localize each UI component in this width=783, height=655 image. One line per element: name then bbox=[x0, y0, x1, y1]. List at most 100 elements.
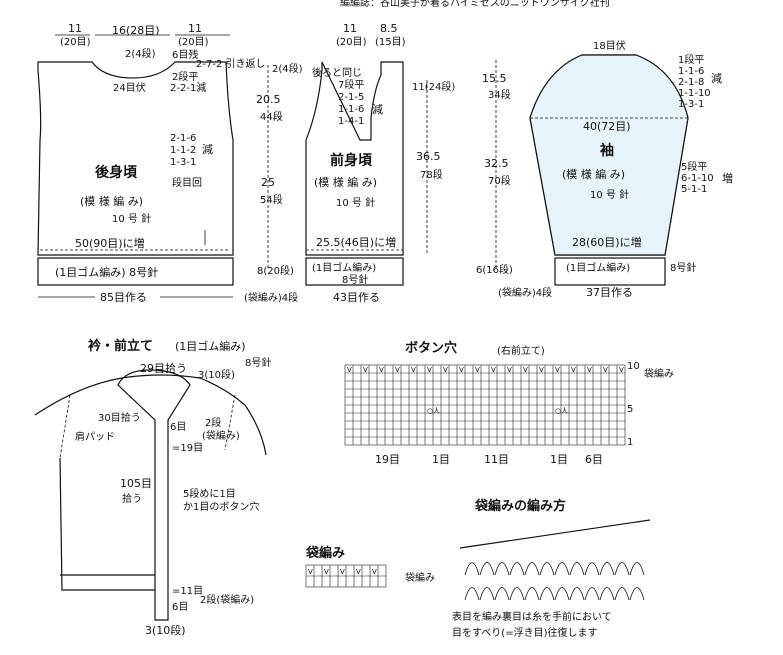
back-armhole-sub: 段目回 bbox=[172, 176, 202, 189]
collar-title-sub: (1目ゴム編み) bbox=[175, 339, 246, 353]
stitch-loop bbox=[569, 562, 585, 601]
sleeve-title: 袖 bbox=[600, 142, 614, 159]
back-neck-rule-c: 2段平 bbox=[172, 70, 198, 83]
buttonhole-row5: 5 bbox=[627, 404, 633, 415]
howto-desc-2: 目をすべり(=浮き目)往復します bbox=[452, 626, 597, 639]
sleeve-rib: (1目ゴム編み) bbox=[566, 261, 630, 274]
collar-bag2: 2段 bbox=[205, 416, 221, 429]
stitch-loop bbox=[464, 562, 480, 601]
stitch-symbol: V bbox=[395, 366, 400, 374]
front-length: 36.5 bbox=[416, 150, 441, 163]
sleeve-cap-label: 減 bbox=[711, 71, 722, 85]
collar-title: 衿・前立て bbox=[88, 338, 153, 354]
back-top-right-sub: (20目) bbox=[178, 37, 209, 48]
grid-line bbox=[459, 519, 651, 549]
collar-long-sub: 拾う bbox=[122, 492, 142, 505]
sleeve-side-label: 増 bbox=[722, 172, 733, 185]
buttonhole-seg-4: 1目 bbox=[550, 453, 568, 466]
back-armhole-rule-2: 1-1-2 bbox=[170, 145, 196, 156]
buttonhole-seg-2: 1目 bbox=[432, 453, 450, 466]
sleeve-width: 40(72目) bbox=[583, 120, 631, 133]
front-rib-needle: 8号針 bbox=[342, 273, 368, 286]
stitch-loop bbox=[554, 562, 570, 601]
stitch-loop bbox=[584, 562, 600, 601]
mid-dimensions: 2(4段) 20.5 44段 25 54段 8(20段) bbox=[256, 62, 303, 277]
buttonhole-sub: (右前立て) bbox=[497, 344, 545, 357]
front-neck-rule-1: 7段平 bbox=[338, 78, 364, 91]
stitch-symbol: V bbox=[459, 366, 464, 374]
mid-shoulder: 2(4段) bbox=[272, 62, 303, 75]
header-caption: 編編誌：谷山美子が着るハイミセスのニットワンサイク社刊 bbox=[340, 0, 610, 9]
front-top-left-sub: (20目) bbox=[336, 37, 367, 48]
buttonhole-seg-5: 6目 bbox=[585, 453, 603, 466]
back-cast-on: 85目作る bbox=[100, 291, 147, 304]
stitch-loop bbox=[524, 562, 540, 601]
back-neck-rule-b: 2-7-2 引き返し bbox=[196, 58, 265, 70]
collar-eq11: =11目 bbox=[172, 586, 203, 597]
bag-label: 袋編み bbox=[405, 571, 435, 584]
stitch-symbol: V bbox=[507, 366, 512, 374]
sleeve-side-rule-2: 6-1-10 bbox=[681, 173, 714, 184]
stitch-symbol: V bbox=[555, 366, 560, 374]
buttonhole-bag-label: 袋編み bbox=[644, 367, 674, 380]
front-neck-rule-2: 2-1-5 bbox=[338, 92, 364, 103]
back-top-left: 11 bbox=[68, 22, 82, 35]
front-length-sub: 78段 bbox=[420, 168, 443, 181]
collar-top-rows: 3(10段) bbox=[198, 368, 235, 381]
back-armhole-rule-1: 2-1-6 bbox=[170, 133, 196, 144]
collar-6st-b: 6目 bbox=[172, 602, 188, 613]
stitch-loop bbox=[614, 562, 630, 601]
buttonhole-title: ボタン穴 bbox=[405, 340, 457, 356]
sleeve-cap-dim: 15.5 bbox=[482, 72, 507, 85]
stitch-symbol: V bbox=[523, 366, 528, 374]
back-neck-drop: 2(4段) bbox=[125, 47, 156, 60]
collar-long: 105目 bbox=[120, 477, 152, 490]
back-increase: 50(90目)に増 bbox=[75, 237, 145, 250]
front-neck-rule-4: 1-4-1 bbox=[338, 116, 364, 127]
stitch-symbol: V bbox=[475, 366, 480, 374]
mid-body-sub: 54段 bbox=[260, 193, 283, 206]
stitch-symbol: V bbox=[340, 568, 345, 576]
collar-bottom: 3(10段) bbox=[145, 623, 186, 637]
stitch-symbol: ○人 bbox=[427, 407, 440, 415]
back-top-left-sub: (20目) bbox=[60, 37, 91, 48]
sleeve-cuff-dim: 6(16段) bbox=[476, 263, 513, 276]
sleeve-rib-needle: 8号針 bbox=[670, 261, 696, 274]
collar-6st-a: 6目 bbox=[170, 422, 186, 433]
stitch-symbol: ○人 bbox=[555, 407, 568, 415]
stitch-symbol: V bbox=[603, 366, 608, 374]
stitch-symbol: V bbox=[379, 366, 384, 374]
stitch-loop bbox=[479, 562, 495, 601]
buttonhole-row1: 1 bbox=[627, 437, 633, 448]
sleeve-cap-rule-4: 1-1-10 bbox=[678, 88, 711, 99]
sleeve-cap-rule-1: 1段平 bbox=[678, 53, 704, 66]
back-pattern: (模 様 編 み) bbox=[80, 194, 143, 208]
stitch-symbol: V bbox=[587, 366, 592, 374]
collar-eq19: =19目 bbox=[172, 443, 203, 454]
front-neck-label: 減 bbox=[372, 102, 383, 116]
stitch-loop bbox=[599, 562, 615, 601]
stitch-loop bbox=[509, 562, 525, 601]
bag-title: 袋編み bbox=[305, 545, 345, 561]
sleeve-body-dim: 32.5 bbox=[484, 157, 509, 170]
sleeve-side-rule-1: 5段平 bbox=[681, 160, 707, 173]
front-top-right: 8.5 bbox=[380, 22, 398, 35]
front-needle: 10 号 針 bbox=[336, 196, 375, 209]
back-title: 後身頃 bbox=[95, 164, 138, 181]
front-bag-note: (袋編み)4段 bbox=[244, 291, 298, 304]
stitch-loop bbox=[539, 562, 555, 601]
sleeve-piece: 袖 (模 様 編 み) 10 号 針 18目伏 1段平 1-1-6 2-1-8 … bbox=[498, 39, 733, 299]
front-neck-rule-3: 1-1-6 bbox=[338, 104, 364, 115]
front-top-right-sub: (15目) bbox=[375, 37, 406, 48]
collar-bag2-sub: (袋編み) bbox=[202, 429, 240, 442]
front-piece: 前身頃 (模 様 編 み) 10 号 針 25.5(46目)に増 (1目ゴム編み… bbox=[244, 22, 455, 304]
back-armhole-rule-3: 1-3-1 bbox=[170, 157, 196, 168]
front-pattern: (模 様 編 み) bbox=[314, 175, 377, 189]
back-piece: 後身頃 (模 様 編 み) 10 号 針 50(90目)に増 (1目ゴム編み) … bbox=[37, 22, 265, 304]
front-cast-on: 43目作る bbox=[333, 291, 380, 304]
